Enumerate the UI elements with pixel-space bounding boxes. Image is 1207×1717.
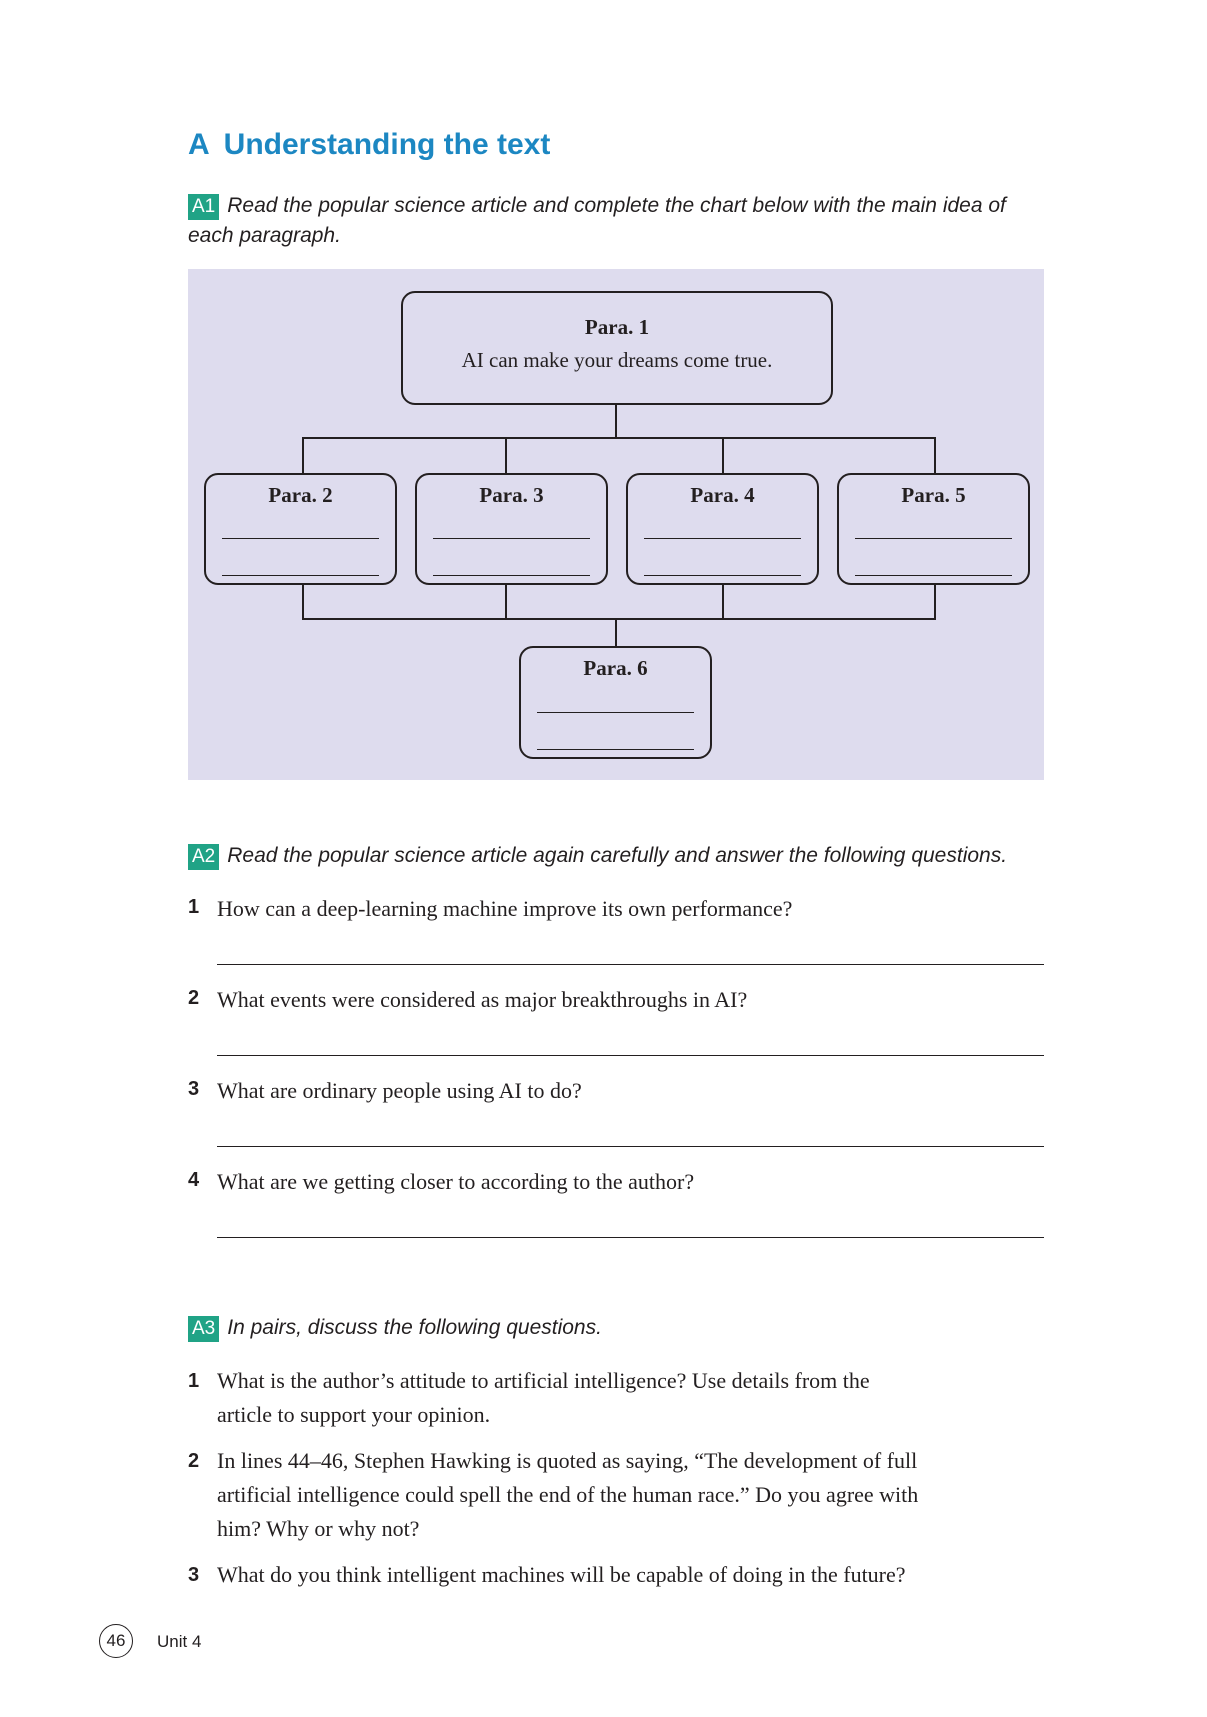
page-number: 46 [99, 1624, 133, 1658]
answer-blank[interactable] [433, 575, 590, 576]
connector-line [302, 585, 304, 620]
para6-label: Para. 6 [583, 656, 648, 680]
a1-badge: A1 [188, 194, 220, 220]
question-number: 1 [188, 1370, 200, 1392]
question-text: What events were considered as major bre… [217, 987, 748, 1012]
connector-line [934, 437, 936, 474]
connector-line [722, 585, 724, 620]
a3-question-1: 1 What is the author’s attitude to artif… [188, 1364, 1057, 1432]
a1-instruction-line1: Read the popular science article and com… [227, 194, 1006, 217]
para6-box: Para. 6 [519, 646, 712, 759]
answer-blank[interactable] [537, 749, 694, 750]
a3-question-2: 2 In lines 44–46, Stephen Hawking is quo… [188, 1444, 1057, 1546]
connector-line [302, 618, 936, 620]
question-text: him? Why or why not? [217, 1516, 420, 1541]
connector-line [934, 585, 936, 620]
question-text: What are we getting closer to according … [217, 1169, 695, 1194]
connector-line [302, 437, 304, 474]
section-title: A Understanding the text [188, 128, 550, 162]
answer-blank[interactable] [222, 575, 379, 576]
question-text: What are ordinary people using AI to do? [217, 1078, 582, 1103]
question-number: 3 [188, 1564, 200, 1586]
connector-line [615, 405, 617, 438]
para4-label: Para. 4 [690, 483, 755, 507]
answer-blank[interactable] [644, 538, 801, 539]
answer-blank[interactable] [855, 538, 1012, 539]
question-number: 1 [188, 896, 200, 918]
a3-question-3: 3 What do you think intelligent machines… [188, 1558, 1057, 1592]
answer-blank[interactable] [537, 712, 694, 713]
answer-blank[interactable] [644, 575, 801, 576]
connector-line [505, 585, 507, 620]
a2-question-2: 2 What events were considered as major b… [188, 987, 748, 1013]
para1-main-idea: AI can make your dreams come true. [461, 348, 773, 372]
question-number: 2 [188, 987, 200, 1009]
para2-box: Para. 2 [204, 473, 397, 585]
para5-box: Para. 5 [837, 473, 1030, 585]
para4-box: Para. 4 [626, 473, 819, 585]
question-number: 3 [188, 1078, 200, 1100]
a3-badge: A3 [188, 1316, 220, 1342]
para5-label: Para. 5 [901, 483, 966, 507]
para1-label: Para. 1 [584, 315, 650, 339]
para1-box: Para. 1 AI can make your dreams come tru… [401, 291, 833, 405]
section-title-text: Understanding the text [223, 128, 551, 161]
question-text: How can a deep-learning machine improve … [217, 896, 793, 921]
a1-instruction-line2: each paragraph. [188, 224, 341, 247]
connector-line [302, 437, 936, 439]
connector-line [505, 437, 507, 474]
answer-line[interactable] [217, 1146, 1044, 1147]
question-text: article to support your opinion. [217, 1402, 491, 1427]
question-text: What is the author’s attitude to artific… [217, 1368, 870, 1393]
answer-line[interactable] [217, 1237, 1044, 1238]
a2-question-3: 3 What are ordinary people using AI to d… [188, 1078, 582, 1104]
a2-instruction-text: Read the popular science article again c… [227, 844, 1008, 867]
a3-instruction: A3 In pairs, discuss the following questi… [188, 1313, 602, 1343]
question-number: 4 [188, 1169, 200, 1191]
para3-box: Para. 3 [415, 473, 608, 585]
section-letter: A [188, 128, 210, 161]
connector-line [722, 437, 724, 474]
a2-question-4: 4 What are we getting closer to accordin… [188, 1169, 695, 1195]
a2-question-1: 1 How can a deep-learning machine improv… [188, 896, 793, 922]
a1-instruction: A1 Read the popular science article and c… [188, 191, 1058, 251]
answer-line[interactable] [217, 1055, 1044, 1056]
para2-label: Para. 2 [268, 483, 333, 507]
question-text: In lines 44–46, Stephen Hawking is quote… [217, 1448, 918, 1473]
answer-blank[interactable] [855, 575, 1012, 576]
a3-instruction-text: In pairs, discuss the following question… [227, 1316, 602, 1339]
para3-label: Para. 3 [479, 483, 544, 507]
answer-blank[interactable] [222, 538, 379, 539]
unit-label: Unit 4 [157, 1632, 202, 1651]
answer-blank[interactable] [433, 538, 590, 539]
question-number: 2 [188, 1450, 200, 1472]
question-text: artificial intelligence could spell the … [217, 1482, 919, 1507]
connector-line [615, 618, 617, 647]
question-text: What do you think intelligent machines w… [217, 1562, 906, 1587]
a2-instruction: A2 Read the popular science article again… [188, 841, 1007, 871]
answer-line[interactable] [217, 964, 1044, 965]
a2-badge: A2 [188, 844, 220, 870]
